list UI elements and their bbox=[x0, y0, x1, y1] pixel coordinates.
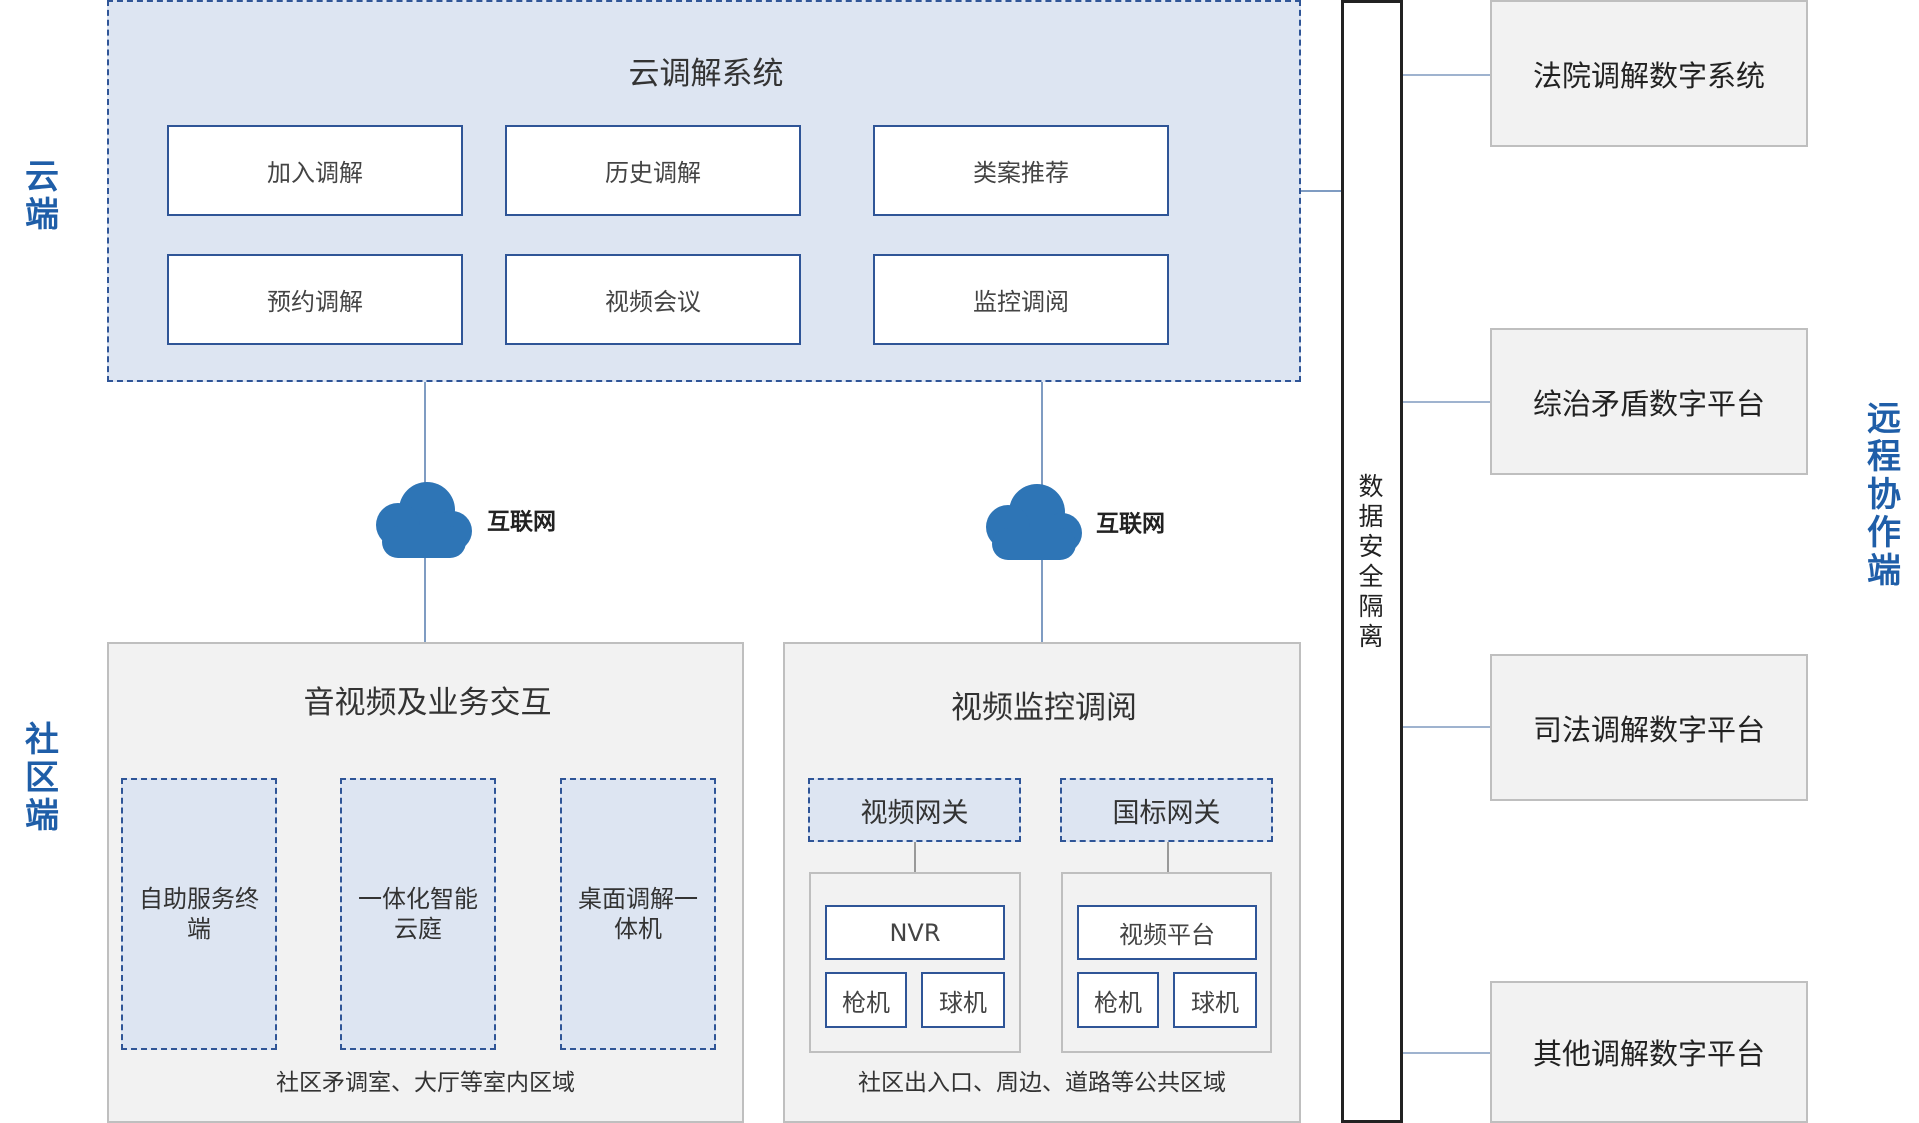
gateway-left-connector bbox=[914, 842, 916, 872]
function-history-mediation[interactable]: 历史调解 bbox=[505, 125, 801, 216]
function-similar-case[interactable]: 类案推荐 bbox=[873, 125, 1169, 216]
function-monitor-review[interactable]: 监控调阅 bbox=[873, 254, 1169, 345]
cloud-icon-right bbox=[986, 484, 1082, 560]
terminal-desktop-mediation[interactable]: 桌面调解一体机 bbox=[560, 778, 716, 1050]
remote-side-label: 远程协作端 bbox=[1867, 399, 1901, 591]
connector-other bbox=[1403, 1052, 1490, 1054]
av-panel-caption: 社区矛调室、大厅等室内区域 bbox=[276, 1070, 575, 1096]
av-panel-title: 音视频及业务交互 bbox=[303, 685, 552, 721]
remote-other-platform[interactable]: 其他调解数字平台 bbox=[1490, 981, 1808, 1123]
left-dome-camera[interactable]: 球机 bbox=[921, 972, 1005, 1028]
remote-court-system[interactable]: 法院调解数字系统 bbox=[1490, 0, 1808, 147]
function-book-mediation[interactable]: 预约调解 bbox=[167, 254, 463, 345]
right-dome-camera[interactable]: 球机 bbox=[1173, 972, 1257, 1028]
remote-judicial-platform[interactable]: 司法调解数字平台 bbox=[1490, 654, 1808, 801]
cloud-system-title: 云调解系统 bbox=[628, 56, 784, 92]
video-panel-title: 视频监控调阅 bbox=[951, 690, 1137, 726]
function-join-mediation[interactable]: 加入调解 bbox=[167, 125, 463, 216]
left-gun-camera[interactable]: 枪机 bbox=[825, 972, 907, 1028]
right-gun-camera[interactable]: 枪机 bbox=[1077, 972, 1159, 1028]
video-panel-caption: 社区出入口、周边、道路等公共区域 bbox=[858, 1070, 1226, 1096]
video-platform-box[interactable]: 视频平台 bbox=[1077, 905, 1257, 960]
nvr-box[interactable]: NVR bbox=[825, 905, 1005, 960]
cloud-to-isolation-connector bbox=[1301, 190, 1341, 192]
isolation-label: 数据安全隔离 bbox=[1358, 472, 1384, 651]
gateway-video[interactable]: 视频网关 bbox=[808, 778, 1021, 842]
connector-judicial bbox=[1403, 726, 1490, 728]
gateway-right-connector bbox=[1167, 842, 1169, 872]
internet-label-left: 互联网 bbox=[487, 509, 556, 535]
cloud-side-label: 云端 bbox=[25, 157, 59, 235]
remote-comprehensive-platform[interactable]: 综治矛盾数字平台 bbox=[1490, 328, 1808, 475]
cloud-icon-left bbox=[376, 482, 472, 558]
gateway-national-standard[interactable]: 国标网关 bbox=[1060, 778, 1273, 842]
connector-court bbox=[1403, 74, 1490, 76]
function-video-meeting[interactable]: 视频会议 bbox=[505, 254, 801, 345]
terminal-smart-court[interactable]: 一体化智能云庭 bbox=[340, 778, 496, 1050]
internet-label-right: 互联网 bbox=[1096, 511, 1165, 537]
community-side-label: 社区端 bbox=[25, 720, 59, 836]
connector-comprehensive bbox=[1403, 401, 1490, 403]
terminal-self-service[interactable]: 自助服务终端 bbox=[121, 778, 277, 1050]
data-security-isolation bbox=[1341, 0, 1403, 1123]
